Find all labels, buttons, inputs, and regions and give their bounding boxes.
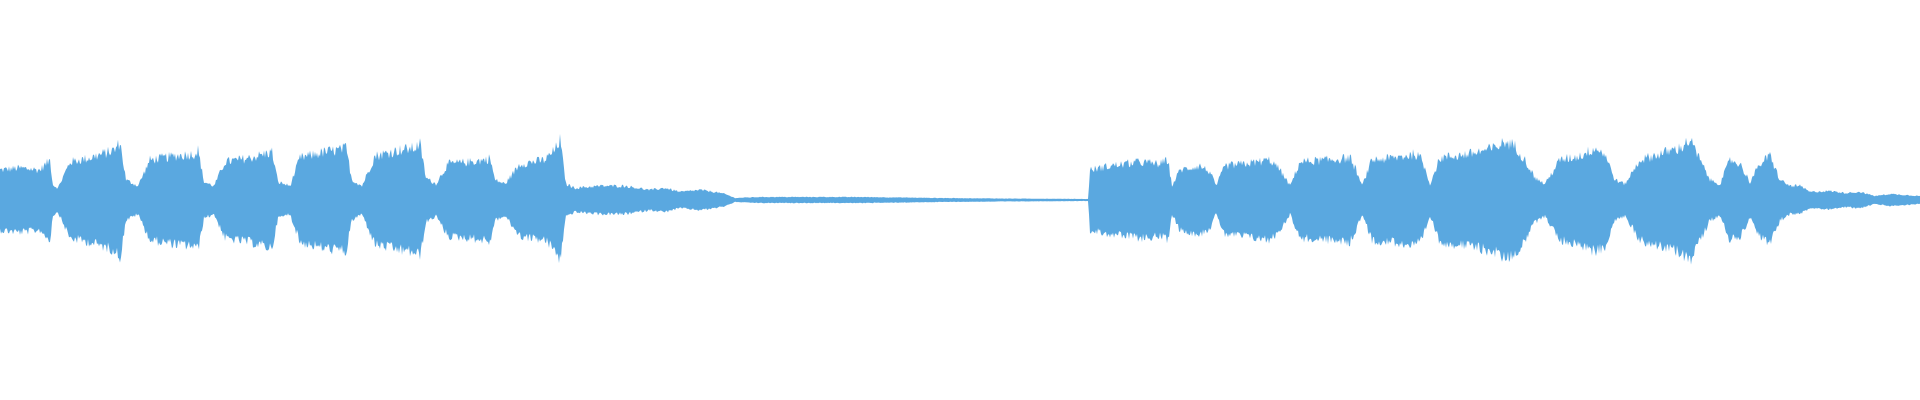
waveform-shape [0, 133, 1920, 265]
